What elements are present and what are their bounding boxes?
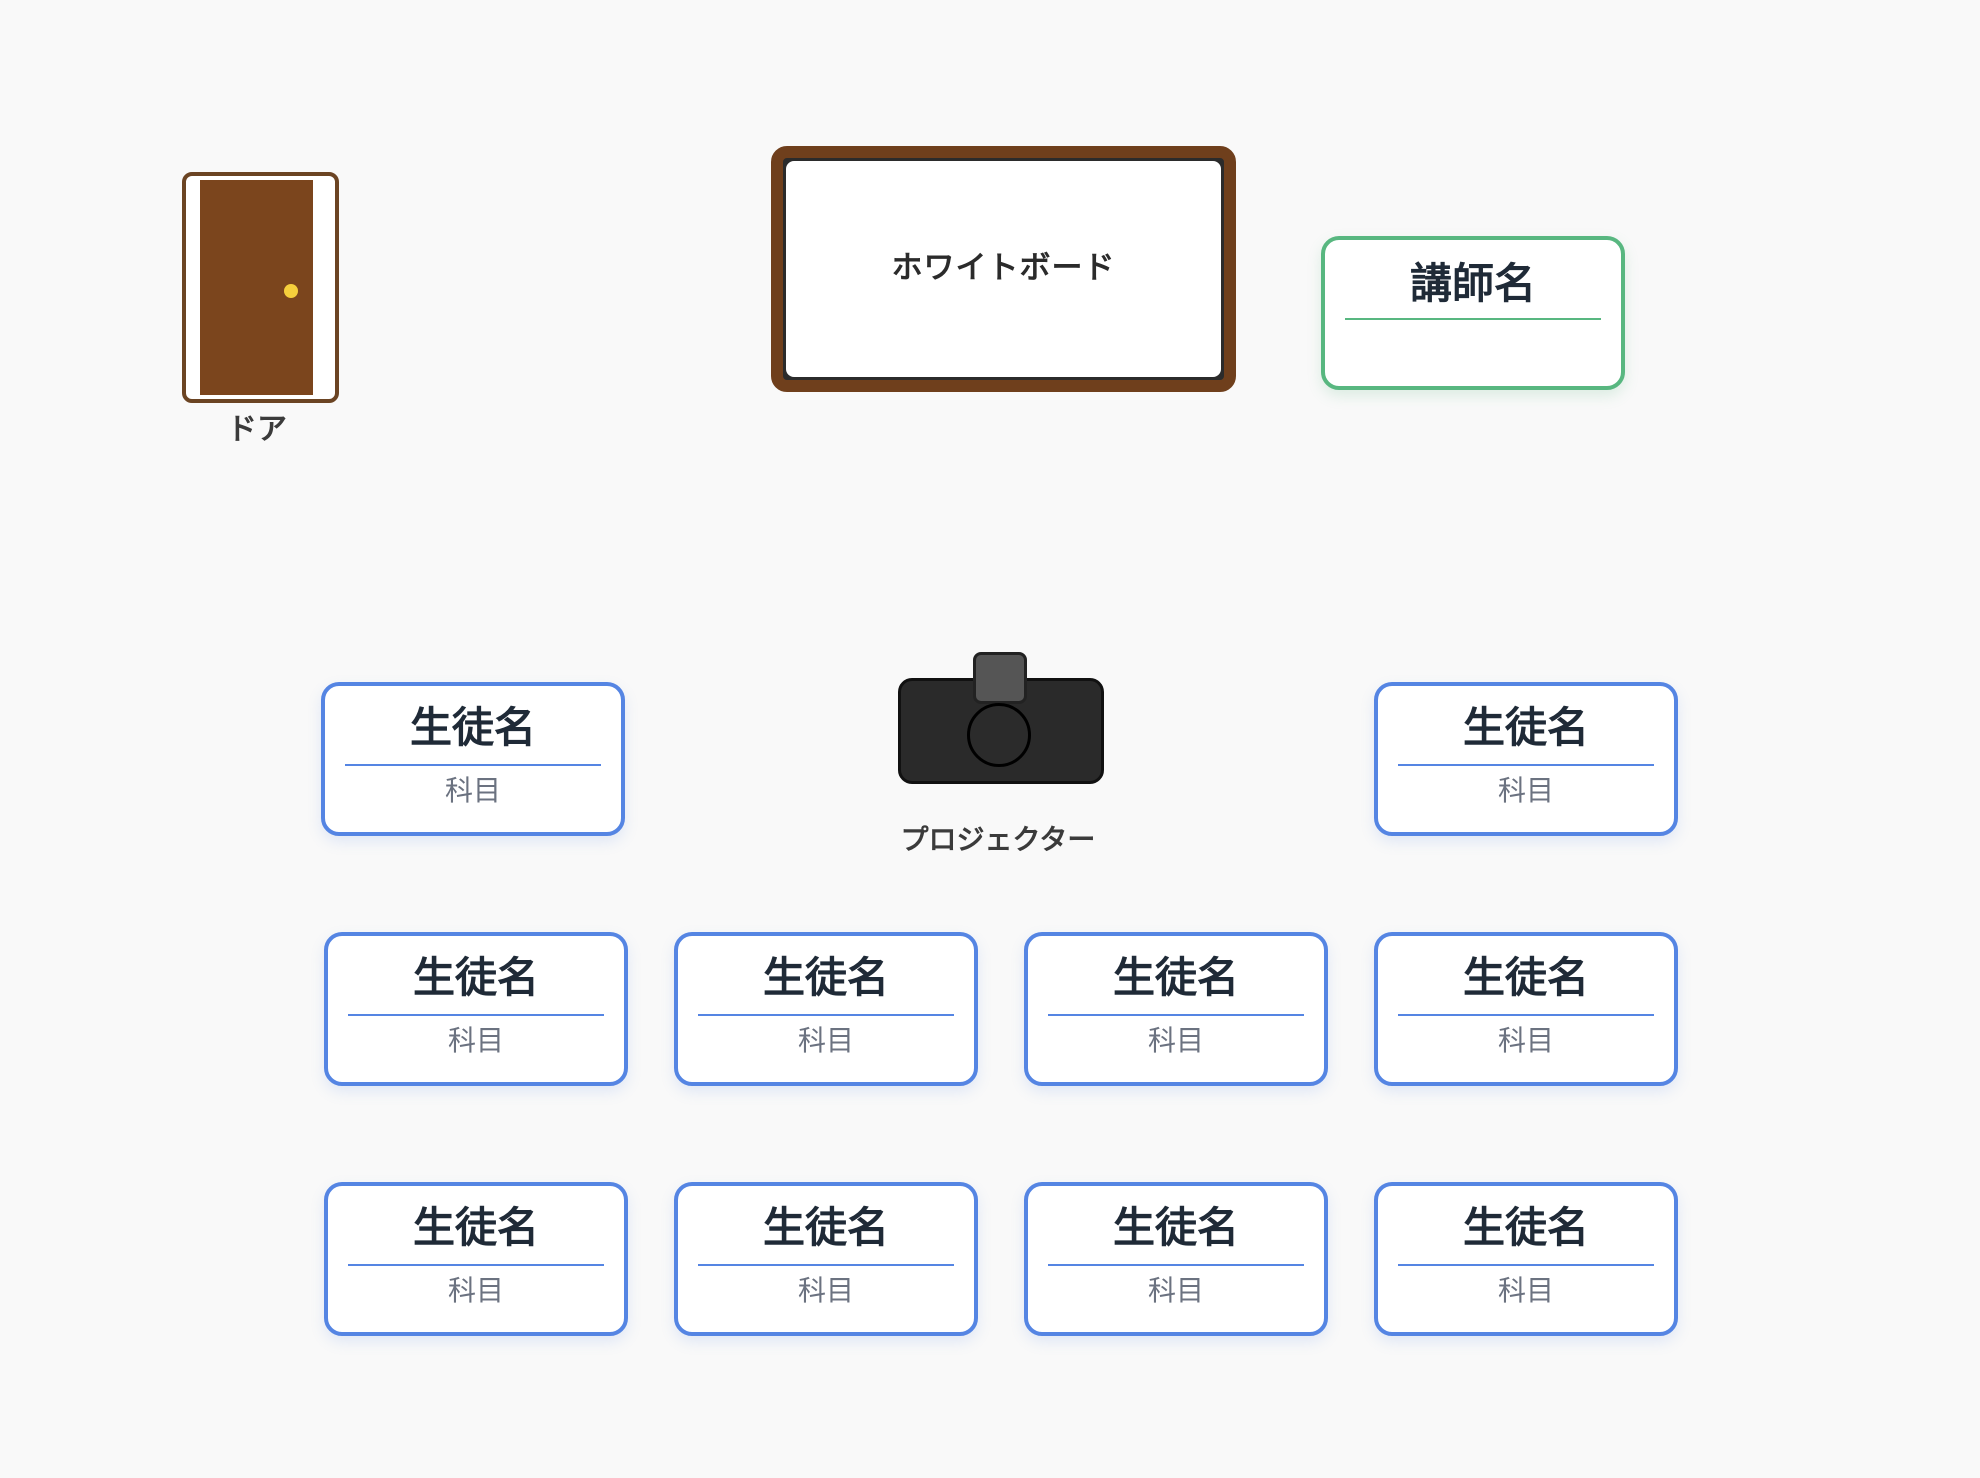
student-subject: 科目 bbox=[1497, 1274, 1554, 1307]
student-divider bbox=[1048, 1014, 1304, 1016]
student-divider bbox=[1398, 1264, 1654, 1266]
whiteboard-surface: ホワイトボード bbox=[786, 161, 1221, 377]
student-name: 生徒名 bbox=[409, 703, 536, 752]
projector-label: プロジェクター bbox=[900, 823, 1096, 856]
student-name: 生徒名 bbox=[1462, 953, 1589, 1002]
student-subject: 科目 bbox=[447, 1274, 504, 1307]
student-subject: 科目 bbox=[797, 1024, 854, 1057]
student-desk[interactable]: 生徒名 科目 bbox=[1024, 932, 1328, 1086]
door-icon bbox=[200, 180, 313, 395]
student-desk[interactable]: 生徒名 科目 bbox=[321, 682, 625, 836]
student-desk[interactable]: 生徒名 科目 bbox=[674, 932, 978, 1086]
student-divider bbox=[348, 1014, 604, 1016]
student-name: 生徒名 bbox=[762, 1203, 889, 1252]
student-desk[interactable]: 生徒名 科目 bbox=[1374, 1182, 1678, 1336]
student-name: 生徒名 bbox=[412, 1203, 539, 1252]
student-name: 生徒名 bbox=[762, 953, 889, 1002]
student-name: 生徒名 bbox=[1112, 1203, 1239, 1252]
student-desk[interactable]: 生徒名 科目 bbox=[1374, 682, 1678, 836]
student-divider bbox=[345, 764, 601, 766]
student-divider bbox=[1398, 764, 1654, 766]
projector-lens-icon bbox=[967, 703, 1031, 767]
student-subject: 科目 bbox=[797, 1274, 854, 1307]
teacher-desk[interactable]: 講師名 bbox=[1321, 236, 1625, 390]
student-subject: 科目 bbox=[1147, 1274, 1204, 1307]
student-divider bbox=[348, 1264, 604, 1266]
student-desk[interactable]: 生徒名 科目 bbox=[674, 1182, 978, 1336]
door[interactable] bbox=[182, 172, 339, 403]
door-knob-icon bbox=[284, 284, 298, 298]
student-name: 生徒名 bbox=[1112, 953, 1239, 1002]
student-divider bbox=[1398, 1014, 1654, 1016]
projector-top-icon bbox=[973, 652, 1027, 704]
door-label: ドア bbox=[227, 412, 287, 447]
teacher-divider bbox=[1345, 318, 1601, 320]
student-divider bbox=[698, 1014, 954, 1016]
student-desk[interactable]: 生徒名 科目 bbox=[1024, 1182, 1328, 1336]
teacher-name: 講師名 bbox=[1409, 259, 1536, 308]
student-subject: 科目 bbox=[444, 774, 501, 807]
student-name: 生徒名 bbox=[412, 953, 539, 1002]
student-desk[interactable]: 生徒名 科目 bbox=[324, 1182, 628, 1336]
student-name: 生徒名 bbox=[1462, 703, 1589, 752]
student-divider bbox=[698, 1264, 954, 1266]
student-subject: 科目 bbox=[1147, 1024, 1204, 1057]
student-subject: 科目 bbox=[1497, 774, 1554, 807]
whiteboard[interactable]: ホワイトボード bbox=[771, 146, 1236, 392]
student-divider bbox=[1048, 1264, 1304, 1266]
student-desk[interactable]: 生徒名 科目 bbox=[324, 932, 628, 1086]
student-desk[interactable]: 生徒名 科目 bbox=[1374, 932, 1678, 1086]
student-name: 生徒名 bbox=[1462, 1203, 1589, 1252]
student-subject: 科目 bbox=[447, 1024, 504, 1057]
whiteboard-label: ホワイトボード bbox=[891, 249, 1116, 286]
student-subject: 科目 bbox=[1497, 1024, 1554, 1057]
